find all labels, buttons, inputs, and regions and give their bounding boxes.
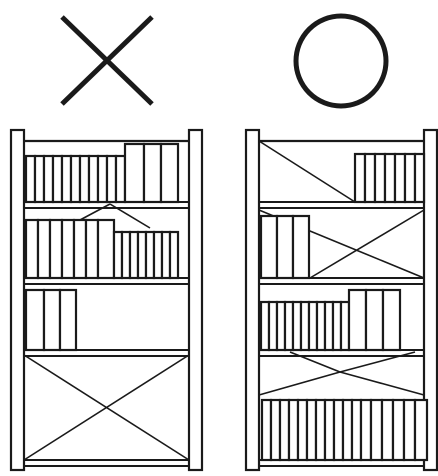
book-spine: [349, 290, 366, 350]
book-spine: [98, 220, 114, 278]
book-spine: [26, 156, 35, 202]
book-spine: [298, 400, 307, 460]
book-spine: [325, 302, 333, 350]
book-spine: [89, 156, 98, 202]
book-spine: [382, 400, 393, 460]
book-spine: [309, 302, 317, 350]
book-spine: [289, 400, 298, 460]
book-spine: [301, 302, 309, 350]
book-spine: [317, 302, 325, 350]
book-spine: [404, 400, 415, 460]
book-spine: [293, 216, 309, 278]
book-spine: [122, 232, 130, 278]
book-spine: [366, 290, 383, 350]
book-spine: [385, 154, 395, 202]
book-spine: [86, 220, 98, 278]
book-spine: [154, 232, 162, 278]
book-spine: [144, 144, 161, 202]
book-spine: [262, 400, 271, 460]
book-spine: [277, 216, 293, 278]
book-spine: [98, 156, 107, 202]
bottom-heavy-bookshelf: [246, 130, 437, 470]
book-spine: [285, 302, 293, 350]
book-spine: [277, 302, 285, 350]
book-spine: [395, 154, 405, 202]
book-spine: [60, 290, 76, 350]
book-spine: [325, 400, 334, 460]
book-spine: [26, 290, 44, 350]
book-spine: [341, 302, 349, 350]
book-spine: [343, 400, 352, 460]
book-spine: [261, 302, 269, 350]
book-spine: [261, 216, 277, 278]
book-spine: [352, 400, 361, 460]
book-spine: [138, 232, 146, 278]
book-spine: [162, 232, 170, 278]
book-spine: [170, 232, 178, 278]
book-spine: [107, 156, 116, 202]
book-spine: [146, 232, 154, 278]
book-spine: [161, 144, 178, 202]
book-spine: [125, 144, 144, 202]
book-spine: [415, 400, 427, 460]
book-spine: [269, 302, 277, 350]
book-spine: [35, 156, 44, 202]
book-spine: [271, 400, 280, 460]
book-spine: [334, 400, 343, 460]
shelf-right-post: [189, 130, 202, 470]
book-spine: [293, 302, 301, 350]
book-spine: [80, 156, 89, 202]
book-spine: [62, 156, 71, 202]
book-spine: [365, 154, 375, 202]
book-spine: [130, 232, 138, 278]
book-spine: [38, 220, 50, 278]
book-spine: [62, 220, 74, 278]
book-spine: [44, 156, 53, 202]
book-spine: [361, 400, 371, 460]
cross-brace: [24, 355, 189, 460]
book-spine: [307, 400, 316, 460]
book-spine: [44, 290, 60, 350]
book-spine: [50, 220, 62, 278]
book-spine: [114, 232, 122, 278]
top-heavy-bookshelf: [11, 130, 202, 470]
circle-icon: [296, 16, 386, 106]
book-spine: [333, 302, 341, 350]
book-spine: [383, 290, 400, 350]
book-spine: [74, 220, 86, 278]
shelf-left-post: [11, 130, 24, 470]
book-spine: [405, 154, 415, 202]
shelf-left-post: [246, 130, 259, 470]
book-spine: [316, 400, 325, 460]
book-spine: [375, 154, 385, 202]
book-spine: [26, 220, 38, 278]
book-spine: [280, 400, 289, 460]
book-spine: [116, 156, 125, 202]
book-spine: [393, 400, 404, 460]
book-spine: [53, 156, 62, 202]
cross-icon: [62, 17, 152, 104]
book-spine: [355, 154, 365, 202]
book-spine: [71, 156, 80, 202]
book-spine: [371, 400, 382, 460]
book-spine: [415, 154, 424, 202]
